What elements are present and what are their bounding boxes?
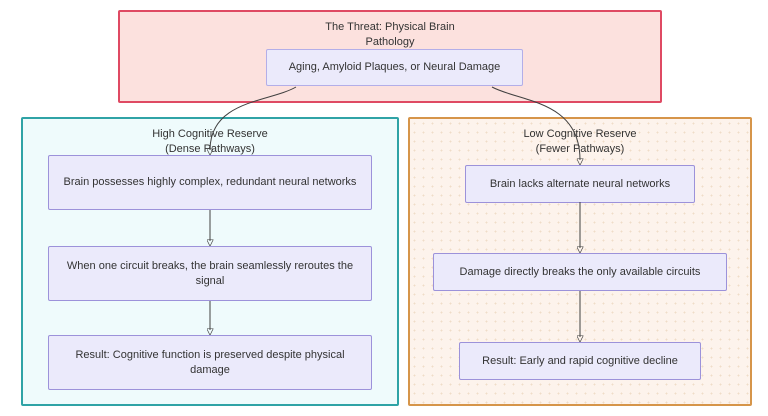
threat-cluster: The Threat: Physical Brain Pathology Agi… xyxy=(118,10,662,103)
low-reserve-cluster-title: Low Cognitive Reserve (Fewer Pathways) xyxy=(410,119,750,157)
node-result-decline-label: Result: Early and rapid cognitive declin… xyxy=(482,354,678,367)
node-damage-breaks-circuits: Damage directly breaks the only availabl… xyxy=(433,253,727,291)
threat-title-line2: Pathology xyxy=(365,36,415,48)
node-pathology-trigger: Aging, Amyloid Plaques, or Neural Damage xyxy=(266,49,523,86)
node-reroutes-signal-label: When one circuit breaks, the brain seaml… xyxy=(66,259,354,287)
node-pathology-trigger-label: Aging, Amyloid Plaques, or Neural Damage xyxy=(288,61,501,73)
node-redundant-networks: Brain possesses highly complex, redundan… xyxy=(48,155,372,210)
node-damage-breaks-circuits-label: Damage directly breaks the only availabl… xyxy=(459,265,701,278)
low-reserve-title-line1: Low Cognitive Reserve xyxy=(523,128,637,140)
node-lacks-networks: Brain lacks alternate neural networks xyxy=(465,165,695,203)
node-result-preserved-label: Result: Cognitive function is preserved … xyxy=(75,348,345,376)
high-reserve-cluster: High Cognitive Reserve (Dense Pathways) … xyxy=(21,117,399,406)
low-reserve-cluster: Low Cognitive Reserve (Fewer Pathways) B… xyxy=(408,117,752,406)
node-result-preserved: Result: Cognitive function is preserved … xyxy=(48,335,372,390)
high-reserve-cluster-title: High Cognitive Reserve (Dense Pathways) xyxy=(23,119,397,157)
node-redundant-networks-label: Brain possesses highly complex, redundan… xyxy=(63,176,357,188)
high-reserve-title-line1: High Cognitive Reserve xyxy=(152,128,268,140)
threat-title-line1: The Threat: Physical Brain xyxy=(325,21,455,33)
low-reserve-title-line2: (Fewer Pathways) xyxy=(535,143,625,155)
node-result-decline: Result: Early and rapid cognitive declin… xyxy=(459,342,701,380)
node-lacks-networks-label: Brain lacks alternate neural networks xyxy=(489,177,671,190)
threat-cluster-title: The Threat: Physical Brain Pathology xyxy=(120,12,660,50)
node-reroutes-signal: When one circuit breaks, the brain seaml… xyxy=(48,246,372,301)
